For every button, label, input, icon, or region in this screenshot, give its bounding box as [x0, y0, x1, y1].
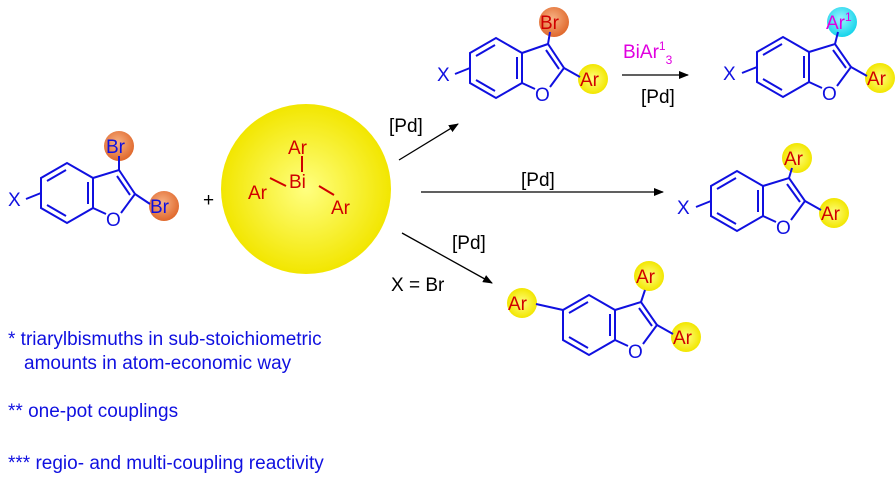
- oxygen-label: O: [628, 342, 643, 363]
- note-line-4: *** regio- and multi-coupling reactivity: [8, 453, 324, 474]
- bismuth-label: Bi: [289, 172, 306, 193]
- bromine-highlight-2: [149, 191, 179, 221]
- bromine-highlight-3: [104, 131, 134, 161]
- aryl-highlight-3: [634, 261, 664, 291]
- notes: * triarylbismuths in sub-stoichiometric …: [8, 329, 324, 474]
- aryl-highlight: [865, 63, 895, 93]
- aryl-highlight-5: [507, 288, 537, 318]
- aryl-label-right: Ar: [331, 198, 351, 219]
- top-reaction-arrow: [398, 123, 459, 161]
- biar13-reagent: BiAr13: [623, 39, 673, 67]
- dibromobenzofuran: X O Br Br: [8, 131, 179, 231]
- aryl-label: Ar: [580, 70, 600, 91]
- biar-reagent-label: BiAr: [623, 42, 660, 63]
- oxygen-label: O: [535, 85, 550, 106]
- bromo-aryl-benzofuran: X O Br Ar: [437, 7, 608, 106]
- aryl-highlight-3: [782, 143, 812, 173]
- bismuth-reagent-ball: [221, 104, 391, 274]
- note-line-1: * triarylbismuths in sub-stoichiometric: [8, 329, 322, 350]
- note-line-2: amounts in atom-economic way: [24, 353, 292, 374]
- note-line-3: ** one-pot couplings: [8, 401, 178, 422]
- bromine-highlight: [539, 7, 569, 37]
- oxygen-label: O: [776, 218, 791, 239]
- aryl1-sup: 1: [845, 10, 852, 24]
- biar-reagent-sub: 3: [666, 53, 673, 67]
- middle-arrow-catalyst: [Pd]: [521, 170, 555, 191]
- sequential-arrow-catalyst: [Pd]: [641, 87, 675, 108]
- bottom-arrow-condition: X = Br: [391, 275, 445, 296]
- oxygen-label: O: [822, 84, 837, 105]
- aryl-label-2: Ar: [821, 204, 841, 225]
- x-substituent-label: X: [8, 190, 21, 211]
- biar-reagent-sup: 1: [659, 39, 666, 53]
- diaryl-benzofuran-symmetrical: X O Ar Ar: [677, 143, 849, 239]
- bottom-arrow-catalyst: [Pd]: [452, 233, 486, 254]
- triaryl-benzofuran: O Ar Ar Ar: [507, 261, 701, 363]
- bromine-label-3: Br: [106, 137, 126, 158]
- x-substituent-label: X: [677, 198, 690, 219]
- aryl-highlight: [578, 64, 608, 94]
- svg-text:Ar1: Ar1: [826, 10, 852, 34]
- aryl-label-left: Ar: [248, 183, 268, 204]
- diaryl-benzofuran-unsymmetrical: X O Ar1 Ar: [723, 7, 895, 105]
- oxygen-label: O: [106, 210, 121, 231]
- bromine-label-2: Br: [150, 197, 170, 218]
- aryl-label: Ar: [867, 69, 887, 90]
- bottom-reaction-arrow: [401, 232, 493, 284]
- x-substituent-label: X: [723, 64, 736, 85]
- aryl-label-3: Ar: [636, 267, 656, 288]
- aryl-label-3: Ar: [784, 149, 804, 170]
- plus-sign: +: [203, 190, 214, 211]
- aryl1-label: Ar: [826, 13, 846, 34]
- aryl-highlight-2: [819, 198, 849, 228]
- top-arrow-catalyst: [Pd]: [389, 116, 423, 137]
- aryl-label-2: Ar: [673, 328, 693, 349]
- triarylbismuth: Ar Bi Ar Ar: [221, 104, 391, 274]
- aryl1-highlight: [827, 7, 857, 37]
- x-substituent-label: X: [437, 65, 450, 86]
- aryl-label-top: Ar: [288, 138, 308, 159]
- svg-text:BiAr13: BiAr13: [623, 39, 673, 67]
- aryl-label-5: Ar: [508, 294, 528, 315]
- bromine-label: Br: [540, 13, 560, 34]
- aryl-highlight-2: [671, 322, 701, 352]
